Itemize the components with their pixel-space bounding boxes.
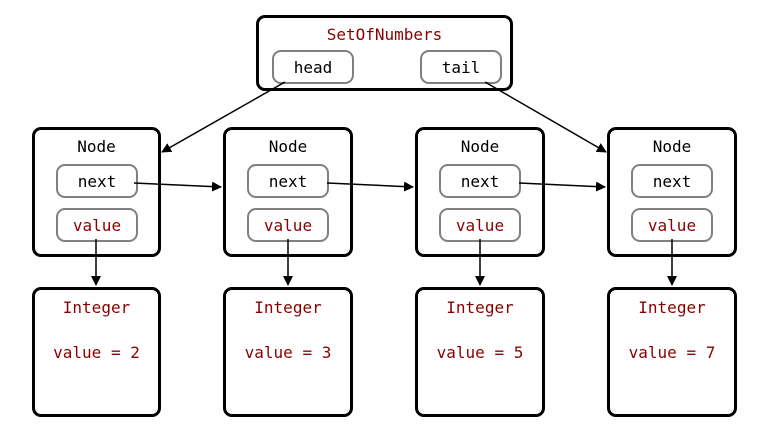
node-box-2: Node next value	[223, 127, 353, 257]
integer-title: Integer	[638, 298, 706, 317]
integer-title: Integer	[254, 298, 322, 317]
tail-field: tail	[420, 50, 502, 84]
head-field: head	[272, 50, 354, 84]
next-field: next	[247, 164, 329, 198]
node-box-3: Node next value	[415, 127, 545, 257]
node-title: Node	[652, 137, 692, 156]
value-field: value	[631, 208, 713, 242]
next-pointer-arrow	[133, 181, 222, 192]
next-pointer-arrow	[518, 181, 606, 192]
integer-title: Integer	[446, 298, 514, 317]
next-field: next	[56, 164, 138, 198]
integer-box-4: Integer value = 7	[607, 287, 737, 417]
integer-value: value = 3	[244, 343, 332, 362]
integer-title: Integer	[62, 298, 131, 317]
integer-box-1: Integer value = 2	[32, 287, 161, 417]
set-of-numbers-box: SetOfNumbers head tail	[256, 15, 513, 91]
tail-pointer-arrow	[484, 81, 607, 153]
head-pointer-arrow	[161, 81, 286, 153]
node-title: Node	[77, 137, 116, 156]
next-field: next	[631, 164, 713, 198]
integer-box-3: Integer value = 5	[415, 287, 545, 417]
set-of-numbers-title: SetOfNumbers	[326, 25, 443, 44]
value-field: value	[439, 208, 521, 242]
value-field: value	[56, 208, 138, 242]
node-title: Node	[268, 137, 308, 156]
integer-value: value = 2	[53, 343, 140, 362]
next-pointer-arrow	[326, 181, 414, 192]
node-box-4: Node next value	[607, 127, 737, 257]
integer-value: value = 5	[436, 343, 524, 362]
node-title: Node	[460, 137, 500, 156]
integer-value: value = 7	[628, 343, 716, 362]
integer-box-2: Integer value = 3	[223, 287, 353, 417]
next-field: next	[439, 164, 521, 198]
